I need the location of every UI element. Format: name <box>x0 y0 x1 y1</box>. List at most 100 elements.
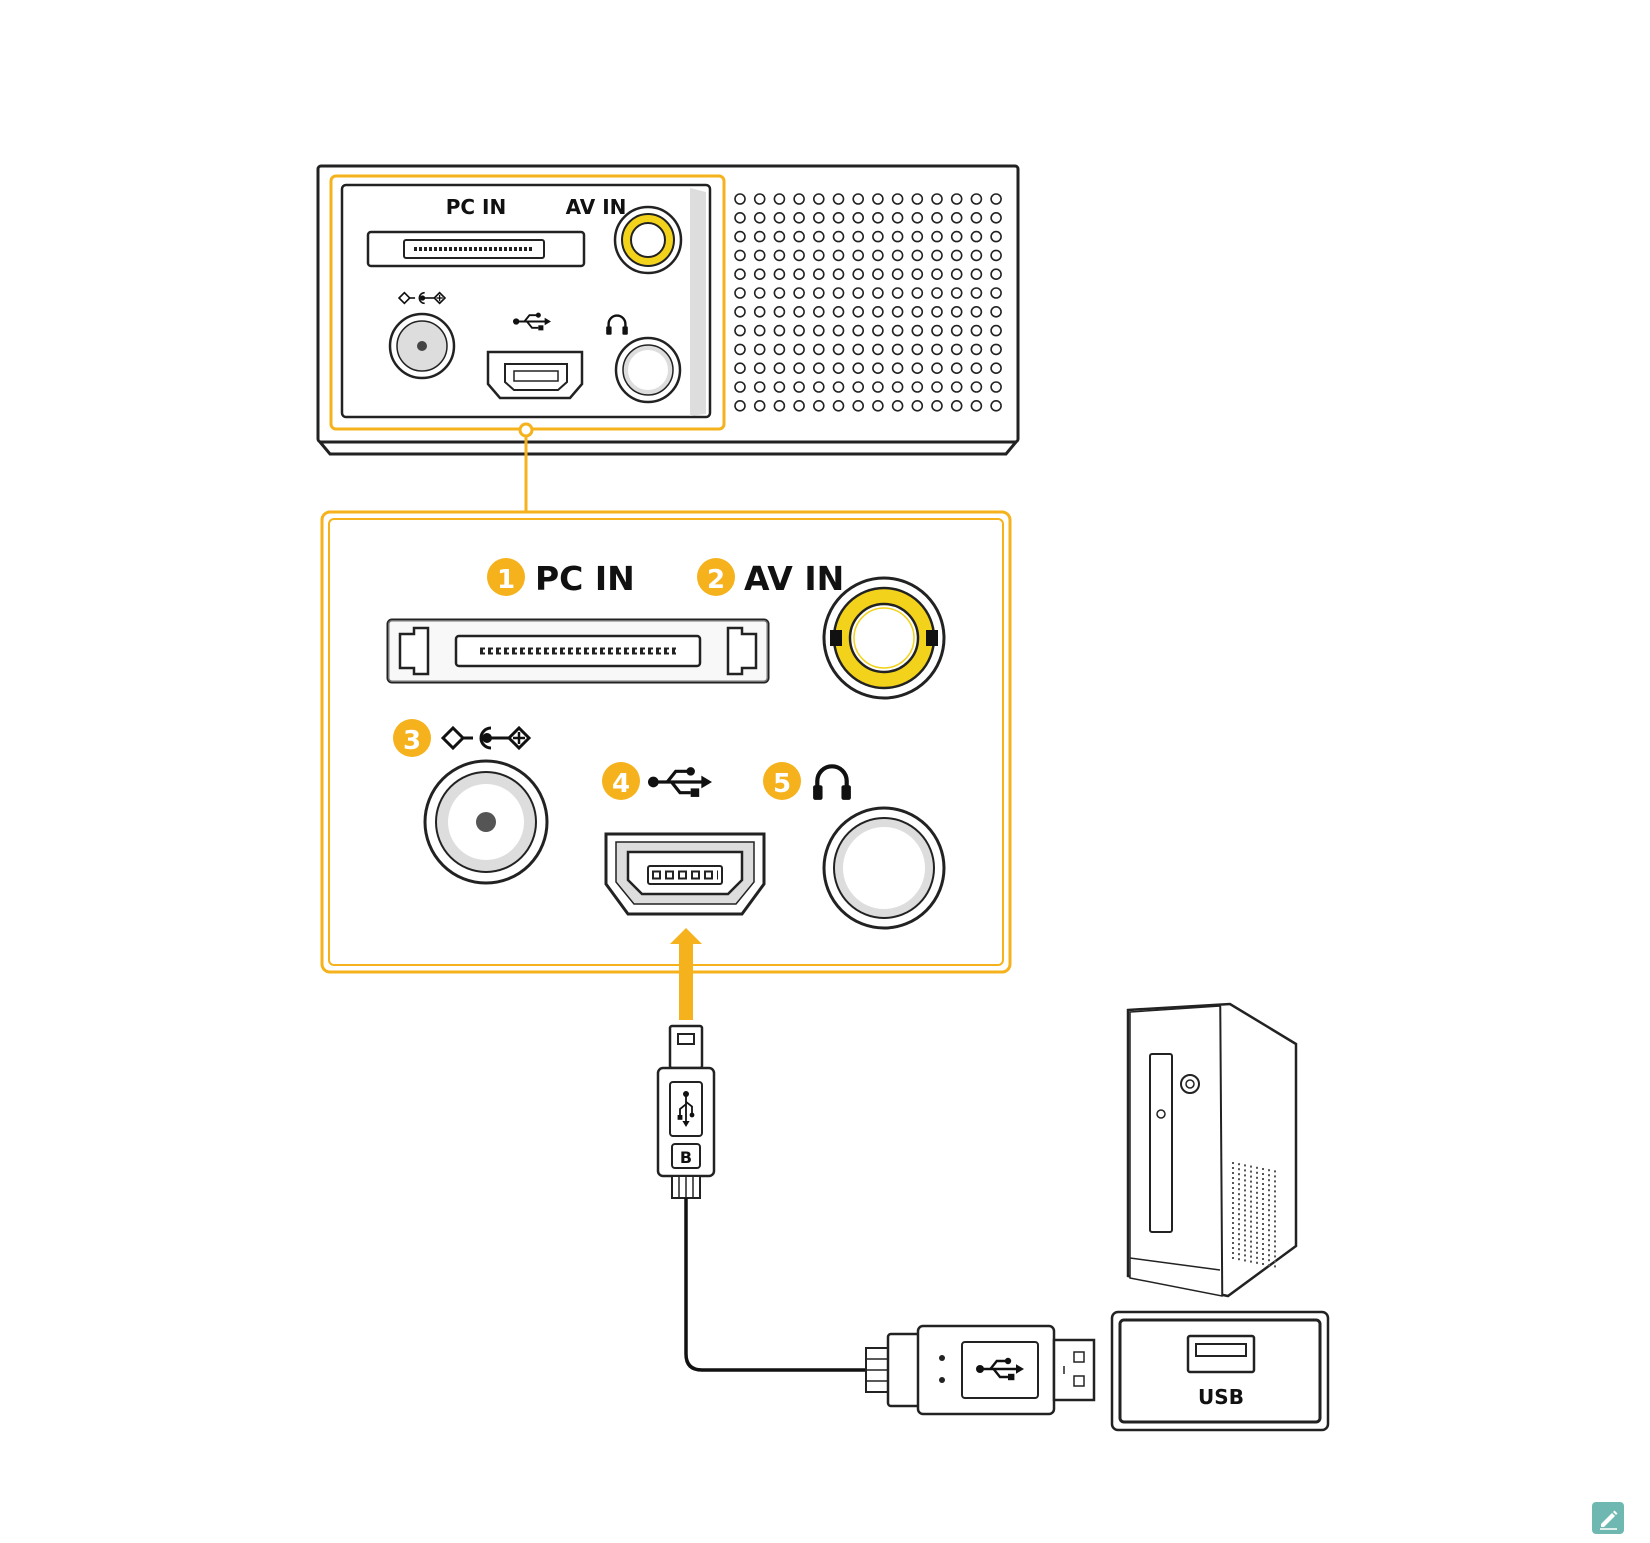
grille-hole <box>931 193 943 205</box>
grille-hole <box>793 362 805 375</box>
grille-hole <box>734 193 746 205</box>
vent-hole <box>1268 1254 1270 1257</box>
grille-hole <box>970 305 983 318</box>
device-headphone-jack <box>614 336 682 404</box>
grille-hole <box>950 212 963 224</box>
device-pc-in-label: PC IN <box>446 195 506 219</box>
grille-hole <box>753 268 766 281</box>
grille-hole <box>832 381 845 393</box>
vent-hole <box>1244 1254 1246 1257</box>
av-in-jack-icon <box>822 576 946 700</box>
dc-power-jack <box>423 759 549 885</box>
grille-hole <box>753 230 766 243</box>
grille-hole <box>773 362 786 375</box>
grille-hole <box>891 399 904 412</box>
grille-hole <box>950 287 963 299</box>
vent-hole <box>1268 1204 1270 1207</box>
vent-hole <box>1250 1235 1252 1238</box>
grille-hole <box>753 193 766 205</box>
vent-hole <box>1232 1247 1234 1249</box>
port-3-dc-power: 3 <box>393 719 549 885</box>
vent-hole <box>1238 1228 1240 1231</box>
vent-hole <box>1274 1190 1276 1193</box>
grille-hole <box>753 381 766 393</box>
vent-hole <box>1274 1250 1276 1253</box>
grille-hole <box>990 399 1002 412</box>
grille-hole <box>734 268 746 281</box>
vent-hole <box>1250 1185 1252 1188</box>
vent-hole <box>1244 1234 1246 1237</box>
vent-hole <box>1250 1210 1252 1213</box>
grille-hole <box>753 399 766 412</box>
vent-hole <box>1256 1261 1258 1264</box>
grille-hole <box>793 249 805 262</box>
grille-hole <box>852 230 865 243</box>
grille-hole <box>773 399 786 412</box>
vent-hole <box>1232 1192 1234 1194</box>
vent-hole <box>1256 1166 1258 1169</box>
grille-hole <box>812 381 825 393</box>
grille-hole <box>812 230 825 243</box>
vent-hole <box>1232 1237 1234 1239</box>
grille-hole <box>911 381 924 393</box>
grille-hole <box>931 305 943 318</box>
port-5-number: 5 <box>773 769 791 799</box>
vent-hole <box>1256 1216 1258 1219</box>
device-dc-jack <box>388 312 456 380</box>
grille-hole <box>734 287 746 299</box>
grille-hole <box>950 305 963 318</box>
vent-hole <box>1244 1229 1246 1232</box>
tower-vents <box>1232 1162 1276 1268</box>
grille-hole <box>950 399 963 412</box>
grille-hole <box>990 381 1002 393</box>
vent-hole <box>1268 1264 1270 1267</box>
vent-hole <box>1238 1198 1240 1201</box>
grille-hole <box>911 324 924 337</box>
vent-hole <box>1268 1214 1270 1217</box>
grille-hole <box>793 212 805 224</box>
vent-hole <box>1256 1206 1258 1209</box>
vent-hole <box>1274 1200 1276 1203</box>
grille-hole <box>832 399 845 412</box>
vent-hole <box>1274 1235 1276 1238</box>
vent-hole <box>1250 1260 1252 1263</box>
grille-hole <box>812 343 825 356</box>
port-4-badge <box>602 762 640 800</box>
vent-hole <box>1262 1193 1264 1195</box>
grille-hole <box>911 399 924 412</box>
port-4-number: 4 <box>612 769 630 799</box>
grille-hole <box>950 193 963 205</box>
port-2-label: AV IN <box>744 559 844 598</box>
grille-hole <box>990 249 1002 262</box>
vent-hole <box>1238 1188 1240 1191</box>
grille-hole <box>970 249 983 262</box>
vent-hole <box>1232 1172 1234 1174</box>
vent-hole <box>1238 1258 1240 1261</box>
grille-hole <box>990 324 1002 337</box>
vent-hole <box>1274 1185 1276 1188</box>
grille-hole <box>891 193 904 205</box>
port-1-number: 1 <box>497 565 515 595</box>
grille-hole <box>970 287 983 299</box>
vent-hole <box>1244 1199 1246 1202</box>
grille-hole <box>911 287 924 299</box>
grille-hole <box>950 362 963 375</box>
grille-hole <box>931 230 943 243</box>
mini-usb-plug: B <box>656 1024 716 1199</box>
edit-button[interactable] <box>1592 1502 1624 1534</box>
grille-hole <box>773 212 786 224</box>
grille-hole <box>891 212 904 224</box>
vent-hole <box>1262 1218 1264 1220</box>
vent-hole <box>1244 1179 1246 1182</box>
vent-hole <box>1274 1245 1276 1248</box>
vent-hole <box>1232 1257 1234 1259</box>
grille-hole <box>793 305 805 318</box>
vent-hole <box>1262 1243 1264 1245</box>
grille-hole <box>852 287 865 299</box>
grille-hole <box>931 268 943 281</box>
grille-hole <box>773 343 786 356</box>
grille-hole <box>793 381 805 393</box>
grille-hole <box>793 193 805 205</box>
grille-hole <box>753 305 766 318</box>
